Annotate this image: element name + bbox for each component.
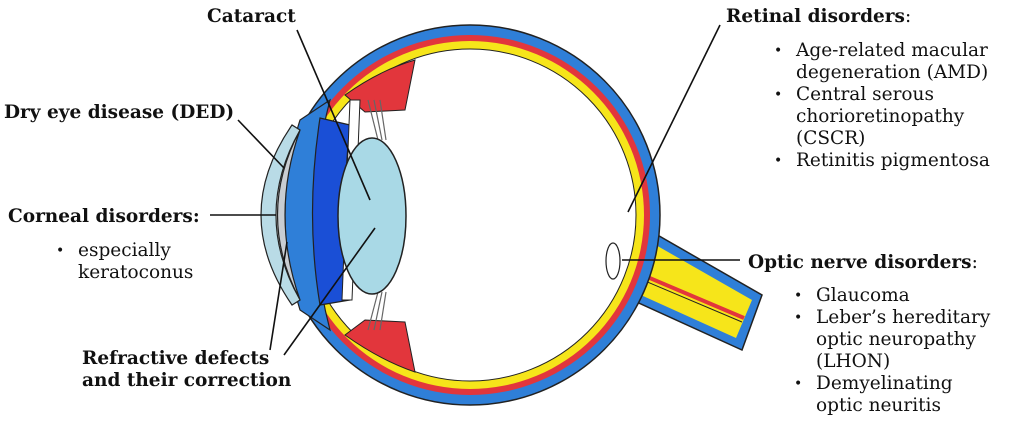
list-item: Glaucoma [790,285,990,307]
retinal-list: Age-related macular degeneration (AMD) C… [770,40,990,172]
label-corneal: Corneal disorders: [8,206,200,227]
optic-list: Glaucoma Leber’s hereditary optic neurop… [790,285,990,417]
corneal-list: especially keratoconus [52,240,193,284]
list-item: Central serous chorioretinopathy (CSCR) [770,84,990,150]
zonules [367,99,387,331]
leader-refractive-cornea [269,241,288,351]
list-item: especially keratoconus [52,240,193,284]
label-refractive: Refractive defects and their correction [82,348,292,391]
eye-globe [279,24,661,406]
leader-retinal [627,24,721,213]
list-item: Leber’s hereditary optic neuropathy (LHO… [790,307,990,373]
label-retinal: Retinal disorders: [726,6,912,27]
leader-dry-eye [237,119,285,169]
leader-cataract [296,29,371,201]
cornea [260,124,301,306]
label-dry-eye: Dry eye disease (DED) [4,102,235,123]
list-item: Demyelinating optic neuritis [790,373,990,417]
label-cataract: Cataract [207,6,296,27]
optic-disc [605,242,621,280]
list-item: Age-related macular degeneration (AMD) [770,40,990,84]
list-item: Retinitis pigmentosa [770,150,990,172]
label-optic-nerve: Optic nerve disorders: [748,252,978,273]
lens [337,137,407,295]
leader-refractive-lens [283,227,376,356]
ciliary-body-top [344,59,416,113]
leader-lines [210,24,740,356]
ciliary-body-bottom [344,319,416,373]
